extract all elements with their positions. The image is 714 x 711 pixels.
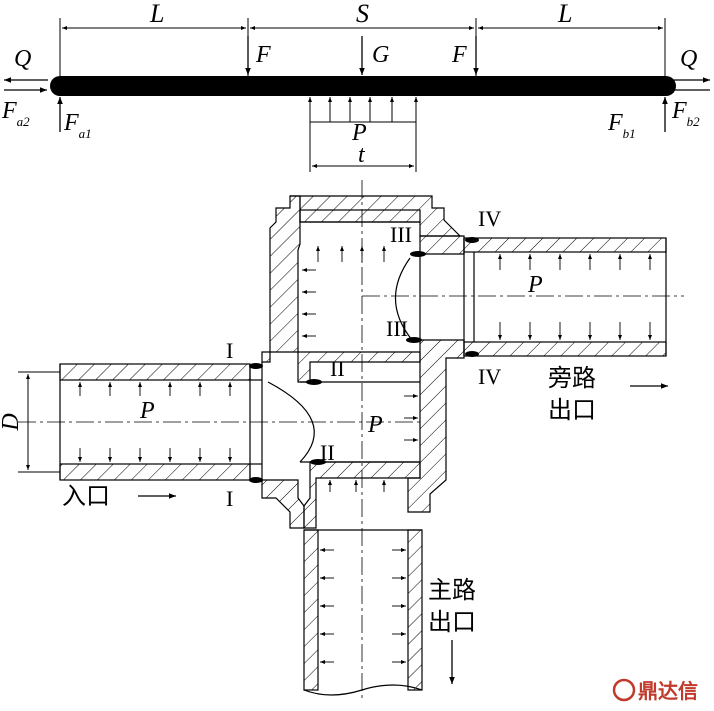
beam-dimension-lines <box>59 18 666 78</box>
bypass-pipe <box>463 237 667 357</box>
main-pipe-pressure-arrows <box>320 548 406 664</box>
centerlines <box>18 180 684 700</box>
main-pipe <box>303 529 423 696</box>
section-label-4-top: IV <box>478 206 501 231</box>
section-label-2-top: II <box>330 356 345 381</box>
middle-chamber-pressure-arrows <box>328 394 418 492</box>
bypass-pressure-arrows <box>498 254 652 340</box>
width-label-t: t <box>358 142 366 168</box>
watermark-text: 鼎达信 <box>638 679 698 703</box>
reaction-label-a1: Fa1 <box>63 110 92 141</box>
beam-down-forces <box>245 36 479 75</box>
beam-reactions <box>57 97 668 132</box>
section-label-4-bottom: IV <box>478 364 501 389</box>
dim-label-right: L <box>557 0 572 28</box>
pressure-label-right: P <box>527 272 543 298</box>
reaction-label-a2: Fa2 <box>1 98 30 129</box>
inlet-pipe <box>59 362 263 482</box>
watermark: 鼎达信 <box>612 678 698 703</box>
force-label-right: F <box>451 42 467 68</box>
watermark-logo-icon <box>612 678 636 702</box>
reaction-label-b2: Fb2 <box>671 98 700 129</box>
diameter-label: D <box>0 413 24 431</box>
seal-markers <box>249 237 479 483</box>
beam-axial-forces <box>4 77 710 93</box>
bypass-outlet-label-2: 出口 <box>548 396 596 424</box>
axial-label-right: Q <box>680 46 697 72</box>
pressure-label-left: P <box>139 398 155 424</box>
beam-diagram: L S L F G F Q Q Fa2 Fa1 Fb1 Fb2 <box>1 0 710 172</box>
section-label-1-bottom: I <box>226 486 233 511</box>
main-outlet-label-1: 主路 <box>428 576 476 604</box>
force-label-center: G <box>372 42 389 68</box>
beam-bar <box>50 76 676 96</box>
bypass-outlet-label-1: 旁路 <box>548 364 596 392</box>
section-label-2-bottom: II <box>320 440 335 465</box>
beam-distributed-pressure <box>308 97 418 172</box>
dim-label-mid: S <box>356 0 369 28</box>
inlet-pressure-arrows <box>78 382 232 462</box>
axial-label-left: Q <box>14 46 31 72</box>
section-label-3-top: III <box>390 222 412 247</box>
valve-section: D P P P I I II II III III IV IV 入口 旁路 出口… <box>0 180 684 700</box>
inlet-label: 入口 <box>62 482 110 510</box>
pressure-label-beam: P <box>351 120 367 146</box>
dim-label-left: L <box>149 0 164 28</box>
section-label-1-top: I <box>226 338 233 363</box>
section-label-3-bottom: III <box>386 316 408 341</box>
upper-chamber-pressure-arrows <box>302 246 386 338</box>
reaction-label-b1: Fb1 <box>607 110 636 141</box>
body-walls <box>261 195 465 529</box>
main-outlet-label-2: 出口 <box>428 608 476 636</box>
pressure-label-center: P <box>367 412 383 438</box>
diameter-dimension <box>18 371 60 473</box>
force-label-left: F <box>255 42 271 68</box>
